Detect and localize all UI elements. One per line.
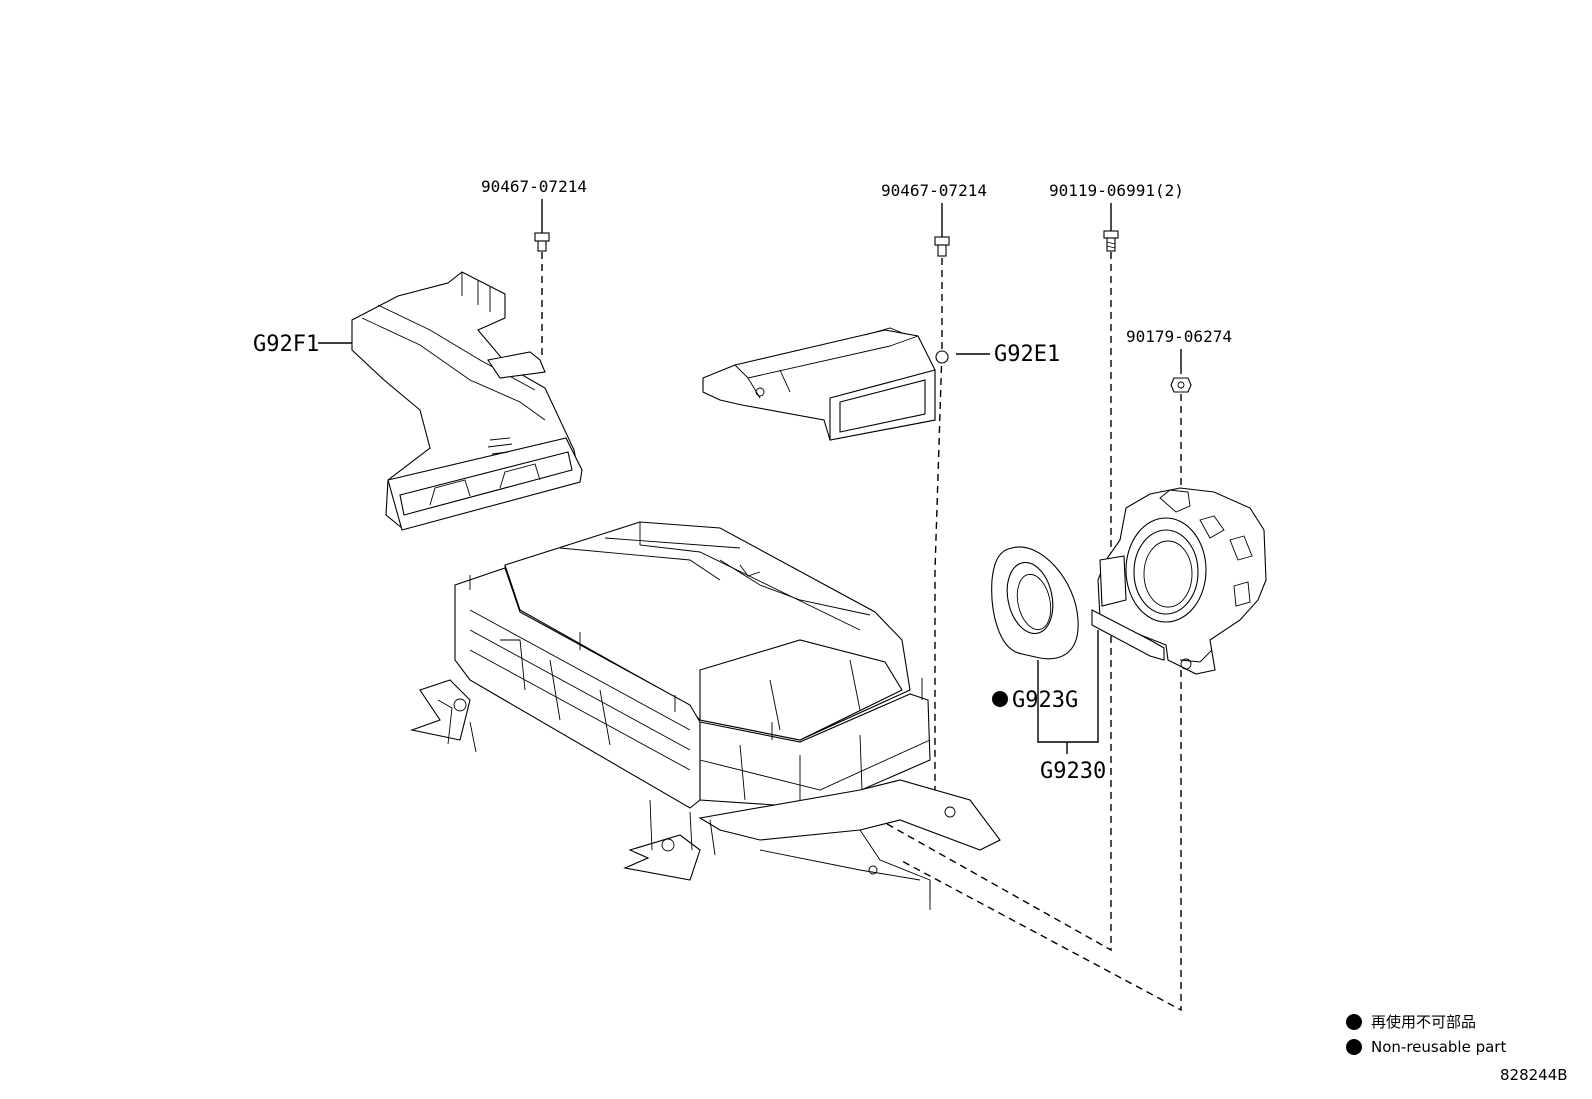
legend-dot-en [1346, 1039, 1362, 1055]
center-air-duct [702, 327, 949, 441]
dash-bolt [879, 252, 1112, 952]
leader-blower-bracket [1037, 630, 1099, 743]
callout-bolt: 90119-06991(2) [1049, 181, 1184, 200]
dash-center-clip [934, 258, 943, 800]
callout-left-clip: 90467-07214 [481, 177, 587, 196]
clip-icon-center [934, 236, 950, 257]
blower-motor [1091, 487, 1267, 675]
callout-nut: 90179-06274 [1126, 327, 1232, 346]
reference-code: 828244B [1500, 1066, 1568, 1084]
legend-english: Non-reusable part [1371, 1038, 1506, 1056]
legend-japanese: 再使用不可部品 [1371, 1013, 1476, 1031]
callout-duct-left: G92F1 [253, 332, 319, 357]
callout-duct-center: G92E1 [994, 342, 1060, 367]
callout-seal: G923G [1012, 688, 1078, 713]
left-air-duct [351, 271, 583, 531]
bolt-icon [1103, 230, 1119, 252]
non-reusable-mark [992, 691, 1008, 707]
callout-blower-assy: G9230 [1040, 759, 1106, 784]
clip-icon-left [534, 232, 550, 252]
callout-center-clip: 90467-07214 [881, 181, 987, 200]
seal-ring [991, 546, 1079, 660]
legend-dot-ja [1346, 1014, 1362, 1030]
battery-pack [409, 521, 1001, 910]
nut-icon [1170, 377, 1192, 393]
